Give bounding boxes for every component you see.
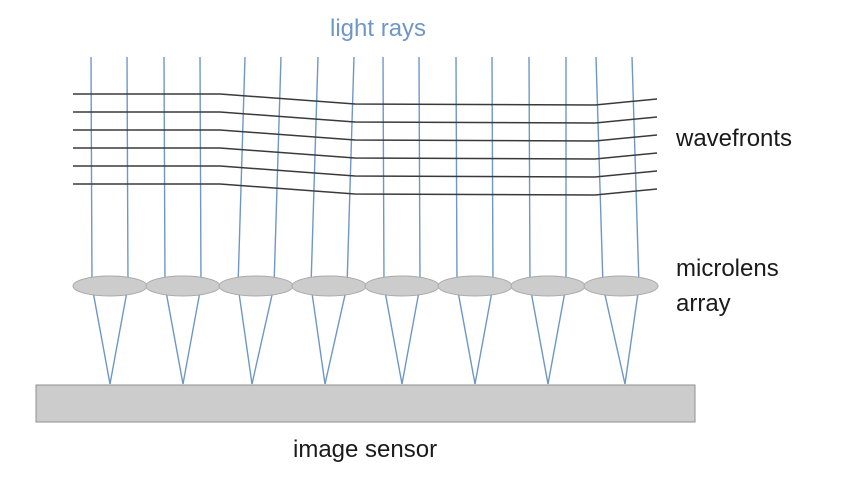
light-ray [237, 56, 253, 385]
light-ray [528, 56, 549, 385]
wavefronts-label: wavefronts [676, 125, 793, 152]
light-ray [182, 56, 202, 385]
wavefront-line [73, 165, 658, 178]
wavefront-line [73, 147, 658, 160]
microlens [145, 275, 221, 297]
microlens-array-label: microlens [676, 255, 779, 282]
image-sensor-label: image sensor [293, 436, 438, 463]
wavefront-line [73, 183, 658, 196]
light-rays-label: light rays [330, 15, 427, 42]
microlens-array-label-line2: array [676, 290, 731, 317]
image-sensor [35, 384, 696, 423]
light-ray [455, 56, 476, 385]
microlens [72, 275, 148, 297]
light-ray [324, 56, 355, 385]
light-ray [474, 56, 494, 385]
wavefront-line [73, 111, 658, 124]
light-ray [163, 56, 184, 385]
light-ray [109, 56, 129, 385]
wavefront-line [73, 93, 658, 106]
light-ray [310, 56, 326, 385]
microlens [583, 275, 659, 297]
light-ray [595, 56, 626, 385]
light-ray [90, 56, 111, 385]
light-ray [382, 56, 403, 385]
light-ray [624, 56, 640, 385]
light-ray [547, 57, 567, 385]
wavefronts-group [73, 93, 658, 196]
light-ray [401, 56, 421, 385]
light-ray [251, 56, 282, 385]
microlens-array [72, 275, 659, 297]
microlens [364, 275, 440, 297]
wavefront-line [73, 129, 658, 142]
microlens [437, 275, 513, 297]
microlens [218, 275, 294, 297]
microlens [291, 275, 367, 297]
microlens [510, 275, 586, 297]
light-rays-group [90, 56, 640, 385]
